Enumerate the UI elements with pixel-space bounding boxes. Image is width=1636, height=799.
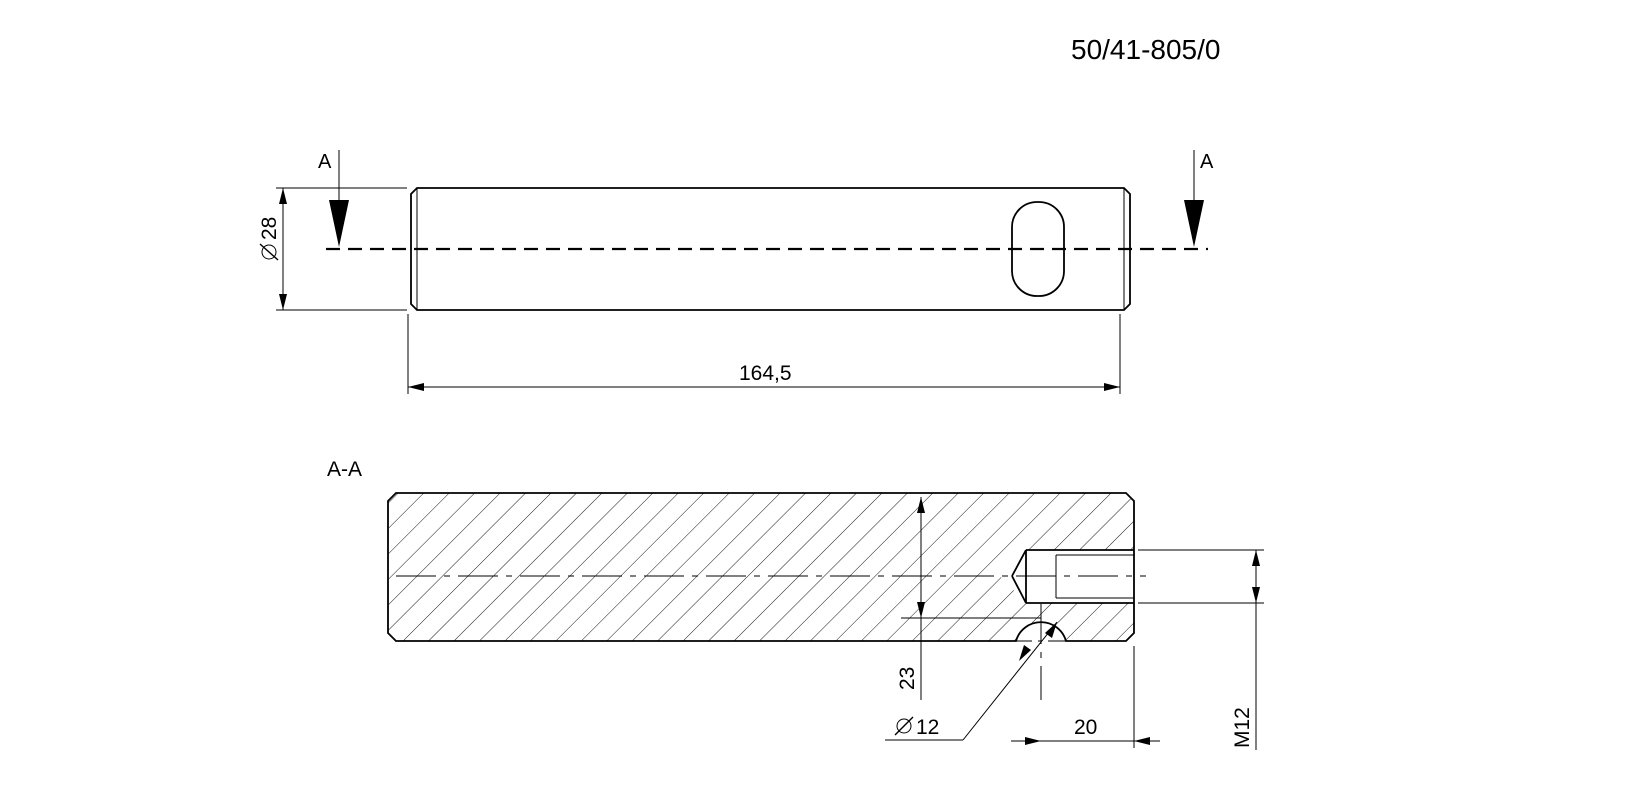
diameter-icon — [259, 243, 279, 261]
dimension-text-23: 23 — [896, 667, 919, 690]
dimension-23: 23 — [896, 497, 1041, 700]
section-marker-left: A — [318, 151, 332, 173]
dimension-text-28: 28 — [258, 217, 281, 240]
section-marker-right: A — [1200, 151, 1214, 173]
section-view: A-A 23 — [327, 458, 1264, 750]
dimension-text-12: 12 — [916, 716, 939, 739]
drawing-number: 50/41-805/0 — [1071, 34, 1220, 65]
dimension-20: 20 — [1011, 646, 1160, 748]
dimension-length-164-5: 164,5 — [407, 314, 1121, 394]
dimension-text-164-5: 164,5 — [739, 362, 792, 385]
dimension-text-20: 20 — [1074, 716, 1097, 739]
section-arrow-left: A — [318, 150, 349, 247]
section-arrow-right: A — [1184, 150, 1214, 247]
dimension-m12: M12 — [1138, 549, 1264, 750]
dimension-diameter-12: 12 — [885, 621, 1058, 741]
section-title: A-A — [327, 458, 362, 481]
dimension-text-m12: M12 — [1231, 707, 1254, 748]
dimension-diameter-28: 28 — [258, 187, 407, 311]
diameter-icon — [894, 716, 914, 736]
top-view: A A 28 — [258, 150, 1214, 394]
